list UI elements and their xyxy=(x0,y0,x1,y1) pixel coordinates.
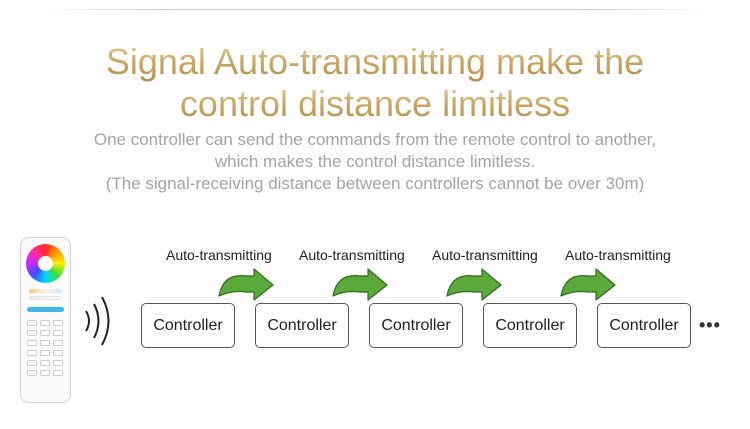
remote-key xyxy=(27,340,37,346)
indicator-strip xyxy=(27,307,64,312)
remote-key xyxy=(40,360,50,366)
remote-keypad xyxy=(27,320,65,376)
auto-transmitting-label-2: Auto-transmitting xyxy=(299,247,405,263)
curved-arrow-icon xyxy=(560,268,616,301)
headline-line-2: control distance limitless xyxy=(0,83,750,125)
color-wheel xyxy=(26,244,65,283)
color-temperature-strip xyxy=(29,289,62,293)
controller-box-3: Controller xyxy=(369,303,463,348)
signal-waves-icon xyxy=(85,296,110,346)
curved-arrow-icon xyxy=(446,268,502,301)
remote-key xyxy=(27,370,37,376)
remote-key xyxy=(40,370,50,376)
remote-key xyxy=(27,320,37,326)
brightness-strip xyxy=(29,296,62,300)
remote-key xyxy=(27,350,37,356)
auto-transmitting-label-4: Auto-transmitting xyxy=(565,247,671,263)
description-line-1: One controller can send the commands fro… xyxy=(93,130,657,149)
top-divider xyxy=(40,9,710,10)
remote-key xyxy=(53,320,63,326)
controller-box-1: Controller xyxy=(141,303,235,348)
curved-arrow-icon xyxy=(218,268,274,301)
remote-key xyxy=(53,350,63,356)
continuation-ellipsis: ••• xyxy=(699,315,721,335)
controller-box-2: Controller xyxy=(255,303,349,348)
headline-line-1: Signal Auto-transmitting make the xyxy=(0,41,750,83)
remote-key xyxy=(40,330,50,336)
remote-key xyxy=(53,340,63,346)
remote-key xyxy=(40,350,50,356)
remote-key xyxy=(40,320,50,326)
controller-box-4: Controller xyxy=(483,303,577,348)
remote-key xyxy=(53,370,63,376)
remote-control-image xyxy=(20,237,71,403)
remote-key xyxy=(53,330,63,336)
auto-transmitting-label-1: Auto-transmitting xyxy=(166,247,272,263)
remote-key xyxy=(27,330,37,336)
remote-key xyxy=(53,360,63,366)
auto-transmitting-label-3: Auto-transmitting xyxy=(432,247,538,263)
curved-arrow-icon xyxy=(332,268,388,301)
remote-key xyxy=(27,360,37,366)
description-line-3: (The signal-receiving distance between c… xyxy=(105,174,645,193)
controller-box-5: Controller xyxy=(597,303,691,348)
description-line-2: which makes the control distance limitle… xyxy=(214,152,536,171)
remote-key xyxy=(40,340,50,346)
